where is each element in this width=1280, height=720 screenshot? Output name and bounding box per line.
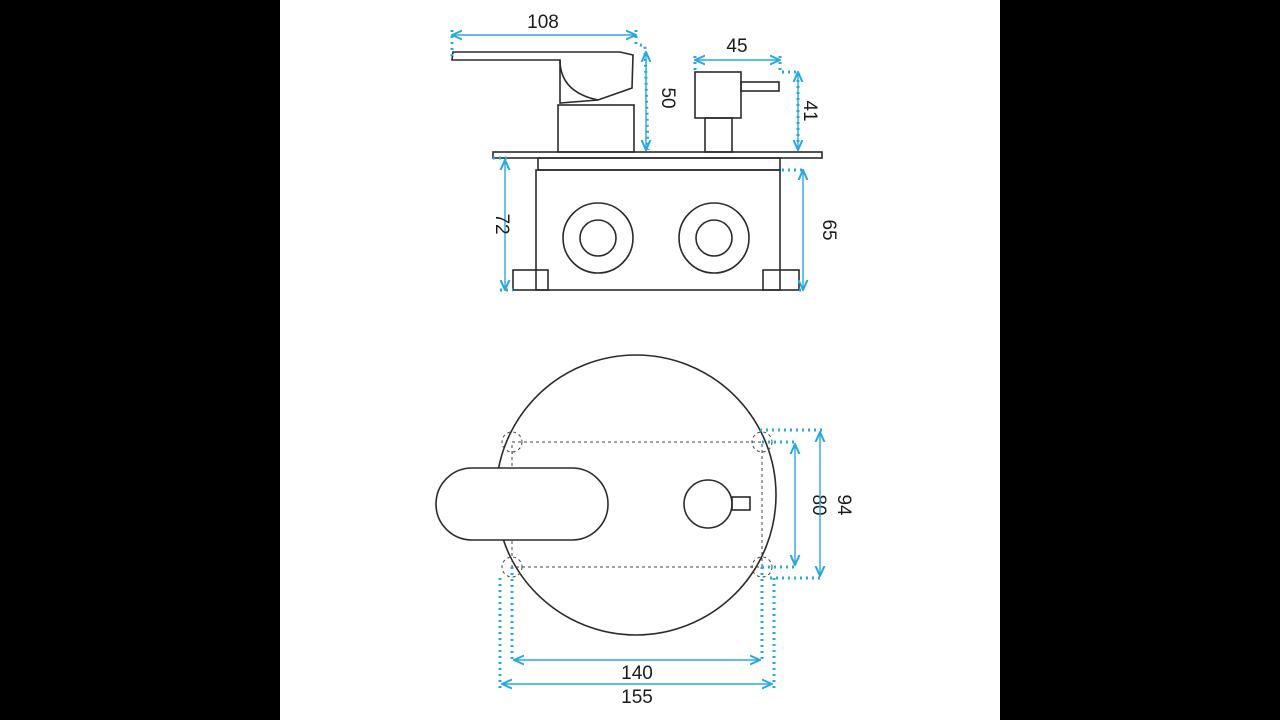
screw-hole-bottom-left xyxy=(501,556,523,578)
front-view: 80 94 140 xyxy=(435,354,854,708)
dim-box-inner: 65 xyxy=(782,168,839,292)
diverter-knob xyxy=(694,71,742,119)
dim-box-height: 94 xyxy=(760,428,854,580)
dim-label-155: 155 xyxy=(621,687,653,708)
dim-knob-height: 41 xyxy=(798,72,820,150)
plate-flange xyxy=(537,157,781,171)
dim-knob-width: 45 xyxy=(693,36,800,150)
dim-box-depth: 72 xyxy=(491,156,513,292)
diverter-stem xyxy=(704,117,733,153)
dim-hole-width: 140 xyxy=(510,567,764,684)
diverter-lever xyxy=(740,81,780,92)
dim-label-80: 80 xyxy=(808,494,829,515)
dim-label-41: 41 xyxy=(799,100,820,121)
box-foot-right xyxy=(762,269,800,291)
port-left-inner xyxy=(579,219,617,257)
screw-hole-top-right xyxy=(751,431,773,453)
dim-label-140: 140 xyxy=(621,663,653,684)
concealed-box xyxy=(535,169,781,291)
technical-drawing: 108 50 45 41 xyxy=(280,0,1000,720)
dim-label-72: 72 xyxy=(491,213,512,234)
port-right-outer xyxy=(678,202,750,274)
dim-box-width: 155 xyxy=(498,578,776,708)
screw-hole-bottom-right xyxy=(751,556,773,578)
dim-label-108: 108 xyxy=(527,12,559,33)
dim-lever-height: 50 xyxy=(646,52,678,150)
port-right-inner xyxy=(695,219,733,257)
port-left-outer xyxy=(562,202,634,274)
dim-lever-length: 108 xyxy=(450,12,650,151)
side-view: 108 50 45 41 xyxy=(450,12,839,292)
screw-hole-top-left xyxy=(501,431,523,453)
hidden-box-outline xyxy=(511,441,763,568)
lever-body xyxy=(557,104,635,153)
diverter-lever-front xyxy=(731,496,751,511)
dim-label-50: 50 xyxy=(657,87,678,108)
diverter-knob-front xyxy=(683,479,733,529)
dim-label-94: 94 xyxy=(833,494,854,516)
dim-label-65: 65 xyxy=(818,219,839,240)
dim-label-45: 45 xyxy=(726,36,747,57)
lever-handle-front xyxy=(435,467,609,541)
mixer-lever xyxy=(451,51,634,104)
lever-detail xyxy=(559,59,599,101)
box-foot-left xyxy=(512,269,549,291)
wall-plate xyxy=(492,151,823,159)
